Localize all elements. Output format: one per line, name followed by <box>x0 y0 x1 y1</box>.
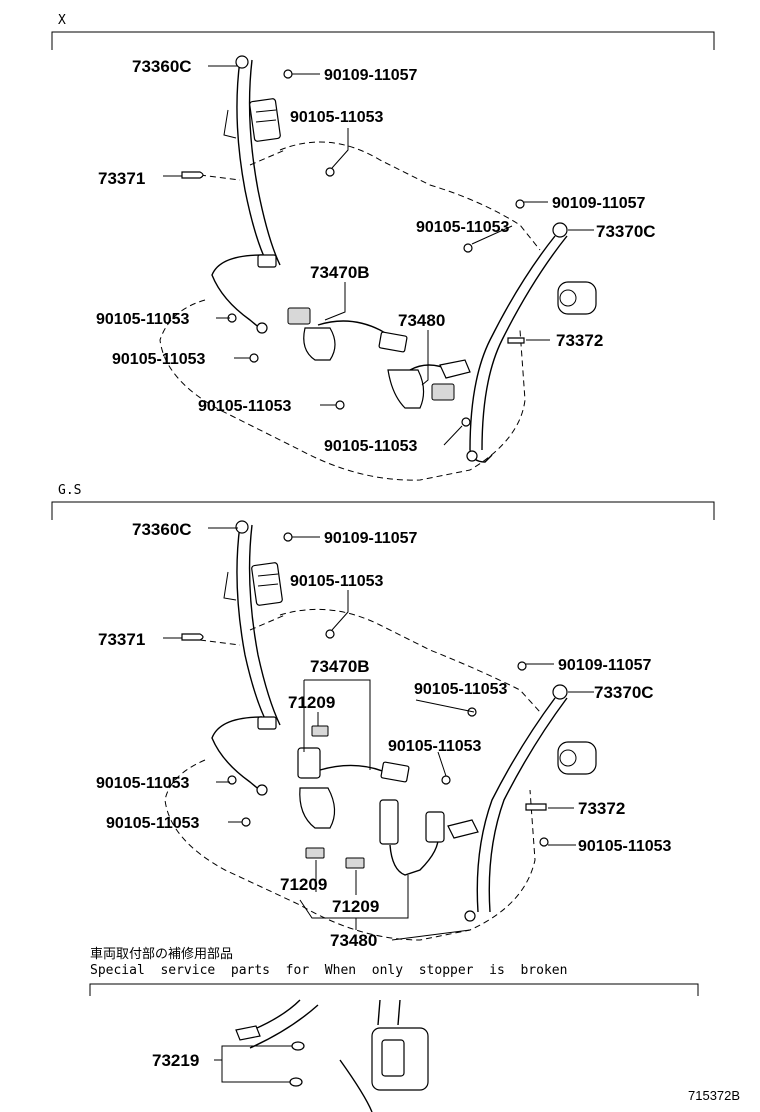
stopper-73219 <box>214 999 429 1112</box>
belt-73370C-x <box>439 222 597 463</box>
figure-reference: 715372B <box>688 1088 740 1103</box>
pads-71209-gs <box>305 725 365 869</box>
label-90105-11053-gs-2: 90105-11053 <box>414 681 508 698</box>
belt-73360C-x <box>211 55 281 334</box>
label-90109-11057-x-1: 90109-11057 <box>324 67 418 84</box>
label-90105-11053-x-2: 90105-11053 <box>416 219 510 236</box>
section-gs-bracket <box>51 501 715 520</box>
label-90105-11053-x-1: 90105-11053 <box>290 109 384 126</box>
label-73371-gs: 73371 <box>98 630 145 649</box>
label-90109-11057-gs-1: 90109-11057 <box>324 530 418 547</box>
label-73370C-x: 73370C <box>596 222 656 241</box>
label-71209-gs-2: 71209 <box>280 875 327 894</box>
bolts-x <box>181 69 525 427</box>
buckle-73470B-x <box>287 307 408 361</box>
label-73480-gs: 73480 <box>330 931 377 950</box>
label-71209-gs-1: 71209 <box>288 693 335 712</box>
label-73480-x: 73480 <box>398 311 445 330</box>
label-73470B-x: 73470B <box>310 263 370 282</box>
label-73372-gs: 73372 <box>578 799 625 818</box>
label-90105-11053-gs-1: 90105-11053 <box>290 573 384 590</box>
section-label-gs: G.S <box>58 483 81 498</box>
label-73371-x: 73371 <box>98 169 145 188</box>
label-90105-11053-x-6: 90105-11053 <box>324 438 418 455</box>
floor-outline-x-2 <box>199 149 286 181</box>
label-73360C-gs: 73360C <box>132 520 192 539</box>
special-japanese-text: 車両取付部の補修用部品 <box>90 946 233 961</box>
special-english-text: Special service parts for When only stop… <box>90 963 567 978</box>
leaders-gs <box>163 527 594 941</box>
floor-outline-gs <box>164 608 541 941</box>
label-90109-11057-x-2: 90109-11057 <box>552 195 646 212</box>
belt-73370C-gs <box>447 684 597 922</box>
label-90105-11053-x-5: 90105-11053 <box>198 398 292 415</box>
section-label-x: X <box>58 13 66 28</box>
leaders-x <box>163 65 594 446</box>
section-special-bracket <box>89 983 699 996</box>
label-90105-11053-gs-4: 90105-11053 <box>96 775 190 792</box>
label-90105-11053-gs-6: 90105-11053 <box>578 838 672 855</box>
section-gs: G.S <box>51 483 715 950</box>
label-90105-11053-x-4: 90105-11053 <box>112 351 206 368</box>
section-x-bracket <box>51 31 715 50</box>
label-73370C-gs: 73370C <box>594 683 654 702</box>
label-73219: 73219 <box>152 1051 199 1070</box>
label-71209-gs-3: 71209 <box>332 897 379 916</box>
label-90105-11053-gs-3: 90105-11053 <box>388 738 482 755</box>
floor-outline-x <box>159 141 541 481</box>
buckle-73470B-gs <box>297 747 410 829</box>
buckle-73480-gs <box>379 799 445 876</box>
label-73372-x: 73372 <box>556 331 603 350</box>
floor-outline-gs-2 <box>199 614 286 646</box>
belt-73360C-gs <box>211 520 283 796</box>
label-73360C-x: 73360C <box>132 57 192 76</box>
label-90109-11057-gs-2: 90109-11057 <box>558 657 652 674</box>
section-x: X <box>51 13 715 481</box>
label-73470B-gs: 73470B <box>310 657 370 676</box>
section-special: 車両取付部の補修用部品 Special service parts for Wh… <box>89 946 699 1112</box>
label-90105-11053-x-3: 90105-11053 <box>96 311 190 328</box>
label-90105-11053-gs-5: 90105-11053 <box>106 815 200 832</box>
